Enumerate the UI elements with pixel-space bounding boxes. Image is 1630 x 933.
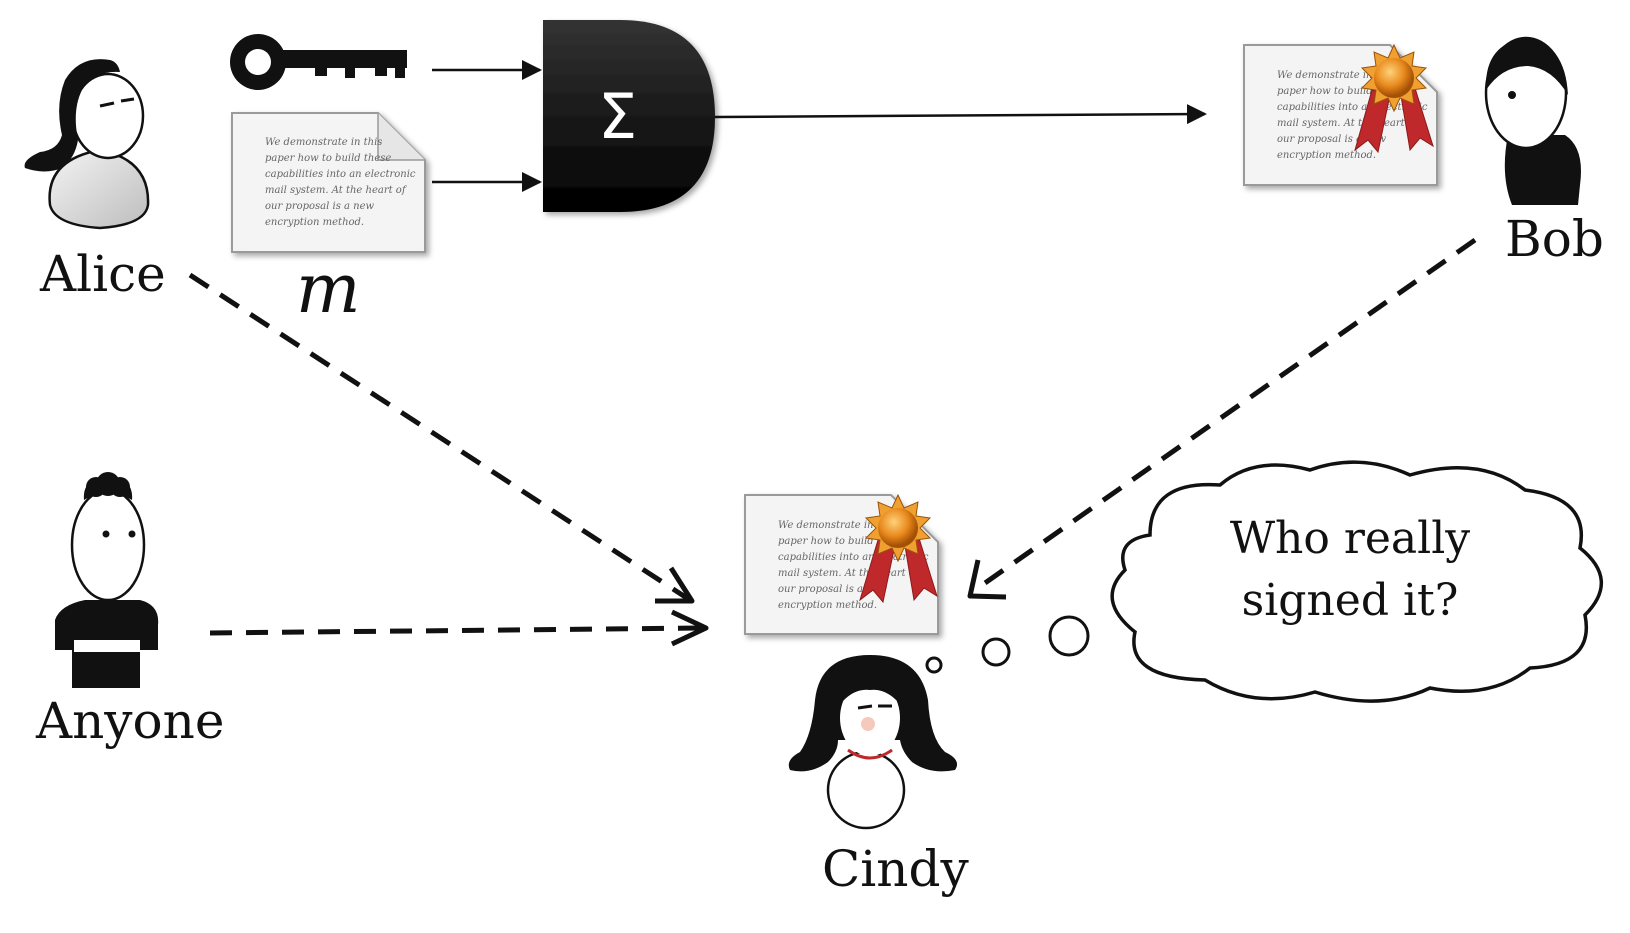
doc-line: our proposal is a new [1277, 134, 1387, 145]
doc-line: encryption method. [1277, 150, 1376, 161]
alice-figure [24, 59, 150, 230]
sign-to-bob-arrow [714, 104, 1207, 125]
bob-to-cindy-dashed-arrow [973, 237, 1477, 593]
thought-line-2: signed it? [1241, 575, 1459, 626]
doc-line: mail system. At the heart of [1277, 118, 1420, 129]
signed-document-cindy: We demonstrate in this paper how to buil… [744, 493, 939, 635]
cindy-figure [788, 655, 958, 830]
sign-operator-symbol: Σ [598, 80, 638, 153]
thought-line-1: Who really [1229, 513, 1471, 564]
alice-name: Alice [40, 245, 166, 303]
award-seal-icon [859, 493, 938, 604]
alice-to-cindy-dashed-arrow [188, 272, 692, 603]
message-document-icon [231, 112, 426, 253]
thought-dot-small [925, 656, 943, 674]
sign-operator-gate [543, 20, 715, 212]
doc-line: capabilities into an electronic [265, 169, 416, 180]
bob-arrowhead [967, 559, 1007, 600]
thought-bubble [925, 460, 1603, 703]
thought-dot-medium [981, 637, 1011, 667]
bob-name: Bob [1505, 210, 1604, 268]
anyone-arrowhead [670, 609, 709, 647]
doc-line: We demonstrate in this [265, 137, 382, 148]
doc-line: paper how to build these [265, 153, 391, 164]
message-document-text: We demonstrate in this paper how to buil… [265, 137, 416, 228]
doc-line: mail system. At the heart of [778, 568, 921, 579]
cindy-name: Cindy [822, 840, 969, 898]
bob-figure [1484, 36, 1581, 205]
doc-line: capabilities into an electronic [778, 552, 929, 563]
doc-line: mail system. At the heart of [265, 185, 408, 196]
key-icon [230, 34, 407, 90]
thought-dot-large [1048, 615, 1090, 657]
anyone-figure [55, 472, 159, 688]
anyone-to-cindy-dashed-arrow [209, 625, 706, 636]
anyone-name: Anyone [36, 692, 225, 750]
alice-arrowhead [655, 566, 695, 604]
message-symbol: m [296, 250, 361, 329]
thought-cloud [1110, 460, 1603, 703]
doc-line: capabilities into an electronic [1277, 102, 1428, 113]
doc-line: our proposal is a new [778, 584, 888, 595]
doc-line: paper how to build these [1277, 86, 1403, 97]
doc-line: We demonstrate in this [1277, 70, 1394, 81]
doc-line: encryption method. [265, 217, 364, 228]
doc-line: our proposal is a new [265, 201, 375, 212]
signed-document-bob: We demonstrate in this paper how to buil… [1243, 43, 1438, 186]
award-seal-icon [1354, 43, 1434, 154]
doc-line: encryption method. [778, 600, 877, 611]
doc-line: paper how to build these [778, 536, 904, 547]
doc-line: We demonstrate in this [778, 520, 895, 531]
